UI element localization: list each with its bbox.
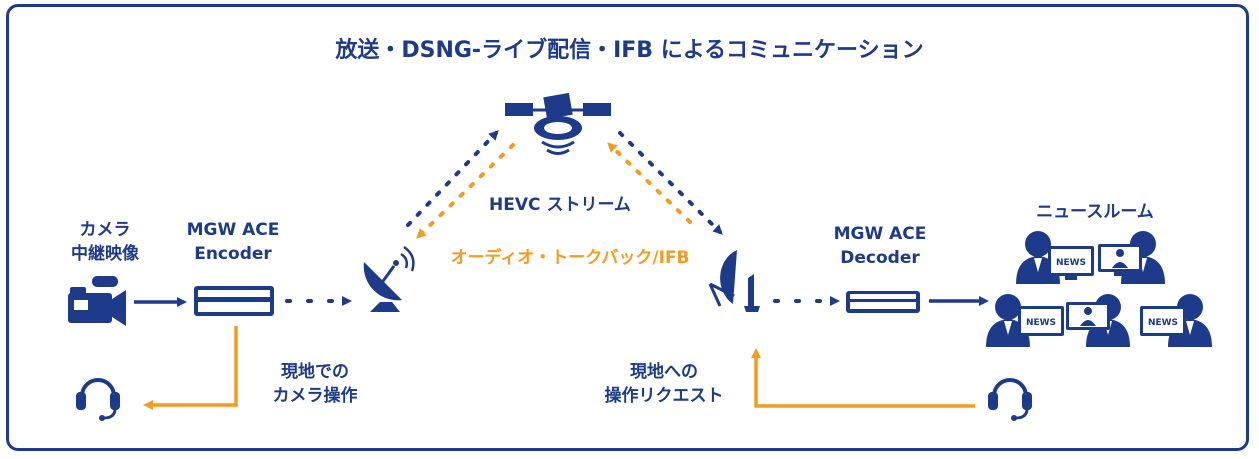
request-line xyxy=(751,348,975,408)
downlink-dish-icon xyxy=(708,250,760,312)
headset-icon xyxy=(988,378,1032,421)
decoder-icon xyxy=(846,291,920,313)
camera-icon xyxy=(68,276,126,326)
encoder-label: MGW ACE Encoder xyxy=(173,218,293,266)
camera-label-line2: 中継映像 xyxy=(71,244,139,264)
decoder-label: MGW ACE Decoder xyxy=(820,222,940,270)
local-camera-label-line1: 現地での xyxy=(281,362,349,382)
diagram-title: 放送・DSNG-ライブ配信・IFB によるコミュニケーション xyxy=(335,38,924,63)
local-camera-label-line2: カメラ操作 xyxy=(272,386,358,406)
local-camera-control-line xyxy=(143,326,238,410)
camera-label: カメラ 中継映像 xyxy=(60,218,150,266)
local-request-label: 現地への 操作リクエスト xyxy=(584,360,744,408)
downlink-path xyxy=(618,131,723,235)
news-badge: NEWS xyxy=(1148,318,1178,328)
talkback-label: オーディオ・トークバック/IFB xyxy=(450,248,690,268)
local-request-label-line1: 現地への xyxy=(630,362,698,382)
hevc-stream-label: HEVC ストリーム xyxy=(489,195,631,215)
news-badge: NEWS xyxy=(1056,258,1086,268)
encoder-label-line1: MGW ACE xyxy=(186,220,280,240)
newsroom-icon: NEWS NEWS NEWS xyxy=(986,231,1212,347)
encoder-label-line2: Encoder xyxy=(194,244,272,264)
talkback-uplink-path xyxy=(607,142,692,224)
local-request-label-line2: 操作リクエスト xyxy=(604,386,724,406)
headset-icon xyxy=(76,378,120,421)
diagram-frame xyxy=(6,4,1249,451)
uplink-dish-icon xyxy=(363,245,415,312)
decoder-label-line1: MGW ACE xyxy=(833,224,927,244)
encoder-icon xyxy=(194,286,274,316)
news-badge: NEWS xyxy=(1026,318,1056,328)
newsroom-label: ニュースルーム xyxy=(1036,202,1154,222)
local-camera-label: 現地での カメラ操作 xyxy=(250,360,380,408)
satellite-icon xyxy=(505,92,611,155)
camera-label-line1: カメラ xyxy=(79,220,131,240)
decoder-label-line2: Decoder xyxy=(840,248,920,268)
